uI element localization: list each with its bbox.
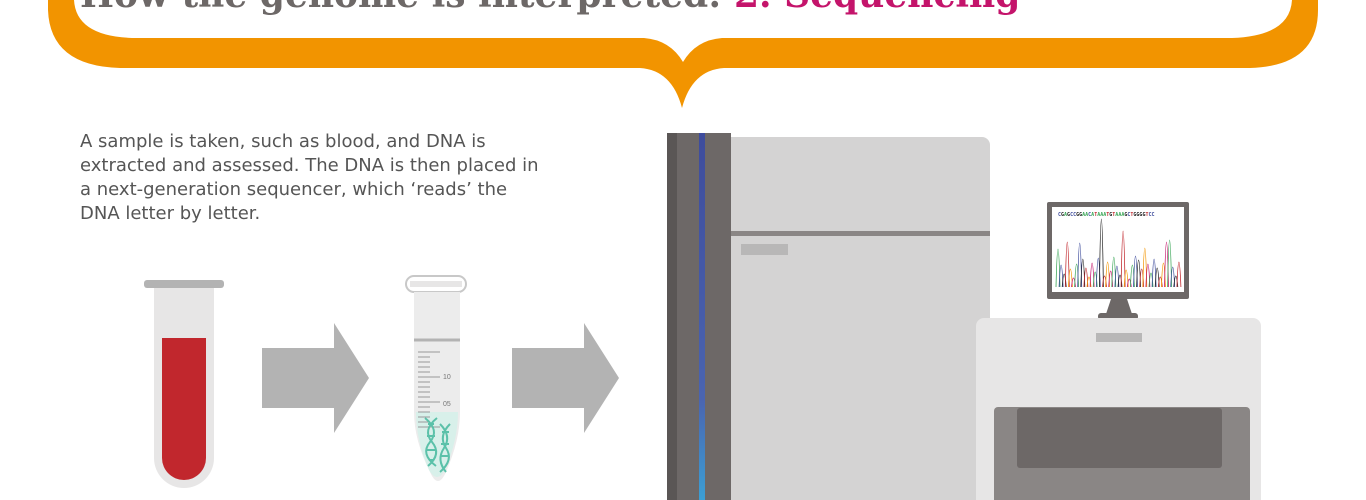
chromatogram-peak xyxy=(1157,276,1163,288)
dna-helix-icon xyxy=(424,417,451,473)
chromatogram-peak xyxy=(1126,278,1132,288)
chromatogram-peak xyxy=(1074,263,1079,288)
title-prefix: How the genome is interpreted: xyxy=(80,0,734,16)
title-highlight: 2. Sequencing xyxy=(734,0,1020,16)
chromatogram-peak xyxy=(1102,275,1107,288)
chromatogram-peak xyxy=(1064,241,1070,288)
intro-text: A sample is taken, such as blood, and DN… xyxy=(80,131,539,224)
monitor-icon: CGAGCCGGAACATAAATGTAAAGCTGGGGTCC xyxy=(1047,202,1189,320)
chromatogram-peak xyxy=(1167,239,1172,288)
scale-label-05: 05 xyxy=(443,401,451,408)
arrow-icon xyxy=(512,323,619,433)
page-title: How the genome is interpreted: 2. Sequen… xyxy=(80,0,1020,16)
chromatogram-peak xyxy=(1117,274,1123,288)
chromatogram-peak xyxy=(1061,273,1067,288)
chromatogram-peak xyxy=(1173,275,1179,288)
chromatogram-peak xyxy=(1092,271,1098,288)
scale-label-10: 10 xyxy=(443,374,451,381)
chromatogram-peak xyxy=(1099,218,1104,288)
arrow-icon xyxy=(262,323,369,433)
sample-tube-icon: 10 05 xyxy=(405,275,467,481)
blood-tube-icon xyxy=(144,280,224,488)
chromatogram xyxy=(1055,218,1182,288)
chromatogram-peak xyxy=(1086,276,1092,288)
brace-banner xyxy=(48,0,1318,108)
chromatogram-peak xyxy=(1139,268,1145,288)
chromatogram-peak xyxy=(1148,272,1154,288)
sequencer-icon: CGAGCCGGAACATAAATGTAAAGCTGGGGTCC xyxy=(667,133,1261,500)
chromatogram-peak xyxy=(1071,277,1076,288)
chromatogram-peak xyxy=(1176,261,1182,288)
chromatogram-peak xyxy=(1108,270,1114,288)
sequence-readout: CGAGCCGGAACATAAATGTAAAGCTGGGGTCC xyxy=(1058,212,1155,218)
chromatogram-peak xyxy=(1120,230,1126,288)
tube-scale xyxy=(418,351,440,428)
